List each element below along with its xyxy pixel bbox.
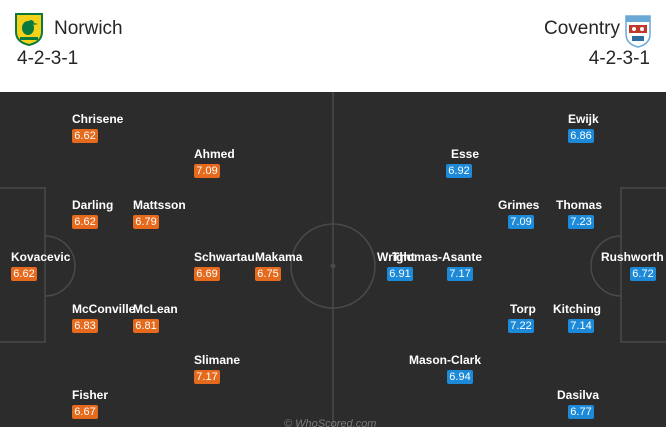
player-name: McConville: [72, 302, 136, 316]
player-name: Wright: [377, 250, 415, 264]
player-rating: 6.79: [133, 215, 159, 229]
player-rating: 7.09: [194, 164, 220, 178]
home-team-name[interactable]: Norwich: [54, 18, 123, 39]
player-name: Ahmed: [194, 147, 235, 161]
player-rating: 6.75: [255, 267, 281, 281]
home-formation: 4-2-3-1: [17, 48, 79, 69]
away-formation: 4-2-3-1: [588, 48, 650, 69]
player-name: Ewijk: [568, 112, 599, 126]
canary-crest-icon: [15, 13, 43, 46]
player-rating: 7.17: [447, 267, 473, 281]
player-rating: 6.62: [11, 267, 37, 281]
player-name: McLean: [133, 302, 178, 316]
player-rating: 6.67: [72, 405, 98, 419]
player-name: Chrisene: [72, 112, 124, 126]
player-name: Kitching: [553, 302, 601, 316]
player-rating: 6.94: [447, 370, 473, 384]
player-name: Dasilva: [557, 388, 600, 402]
player-name: Torp: [510, 302, 536, 316]
player-rating: 6.91: [387, 267, 413, 281]
player-name: Kovacevic: [11, 250, 71, 264]
pitch: Chrisene 6.62 Ahmed 7.09 Darling 6.62 Ma…: [0, 92, 666, 427]
player-rating: 6.69: [194, 267, 220, 281]
player-rating: 6.62: [72, 215, 98, 229]
player-rating: 6.72: [630, 267, 656, 281]
player-rating: 6.81: [133, 319, 159, 333]
player-rating: 7.14: [568, 319, 594, 333]
elephant-crest-icon: [625, 15, 651, 48]
player-name: Thomas: [556, 198, 603, 212]
pitch-markings: [0, 92, 666, 427]
player-rating: 6.92: [446, 164, 472, 178]
player-name: Darling: [72, 198, 114, 212]
player-rating: 6.86: [568, 129, 594, 143]
player-rating: 7.09: [508, 215, 534, 229]
player-rating: 6.83: [72, 319, 98, 333]
player-rating: 6.62: [72, 129, 98, 143]
player-rating: 7.23: [568, 215, 594, 229]
player-name: Esse: [451, 147, 480, 161]
lineup-header: Norwich 4-2-3-1 Coventry 4-2-3-1: [0, 0, 666, 92]
player-name: Mason-Clark: [409, 353, 482, 367]
player-name: Grimes: [498, 198, 540, 212]
player-name: Mattsson: [133, 198, 186, 212]
player-rating: 6.77: [568, 405, 594, 419]
player-name: Rushworth: [601, 250, 664, 264]
away-team-name[interactable]: Coventry: [543, 18, 620, 39]
player-name: Thomas-Asante: [392, 250, 483, 264]
player-name: Fisher: [72, 388, 109, 402]
player-name: Schwartau: [194, 250, 255, 264]
player-name: Slimane: [194, 353, 241, 367]
player-rating: 7.22: [508, 319, 534, 333]
whoscored-watermark: © WhoScored.com: [284, 418, 377, 430]
player-rating: 7.17: [194, 370, 220, 384]
player-name: Makama: [255, 250, 303, 264]
